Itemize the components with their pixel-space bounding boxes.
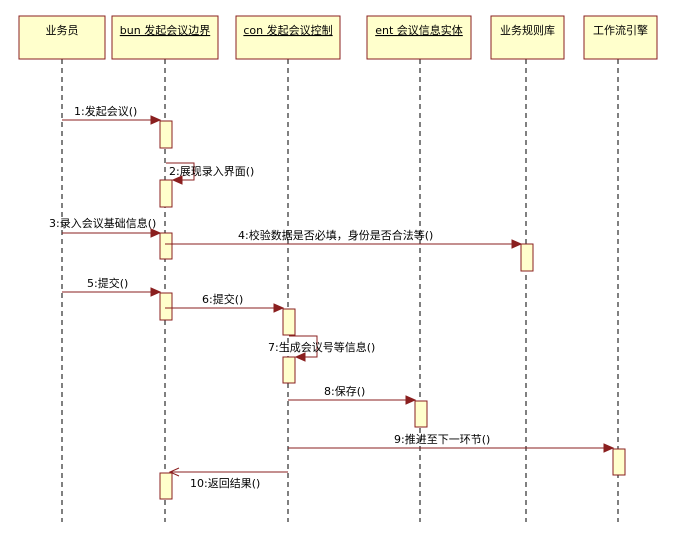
message-1: 1:发起会议() [62,104,162,125]
lifeline-head-box [111,15,219,60]
activation-bar-rules [520,243,534,272]
arrowhead [511,239,523,249]
lifeline-name: con 发起会议控制 [243,23,332,37]
lifeline-name: 工作流引擎 [593,23,648,37]
lifeline-head-box [490,15,565,60]
message-2: 2:展现录入界面() [166,162,254,185]
arrowhead [405,395,417,405]
lifeline-ent: ent 会议信息实体 [366,15,472,522]
lifeline-name: bun 发起会议边界 [120,23,210,37]
self-message-line [166,162,195,181]
message-label: 10:返回结果() [190,477,260,490]
lifeline-rules: 业务规则库 [490,15,565,522]
message-label: 9:推进至下一环节() [394,432,490,446]
message-8: 8:保存() [288,384,417,405]
arrowhead [294,352,306,362]
message-label: 4:校验数据是否必填，身份是否合法等() [238,228,433,242]
lifeline-clerk: 业务员 [18,15,106,522]
message-label: 7:生成会议号等信息() [268,340,375,354]
lifeline-name: ent 会议信息实体 [375,23,463,37]
activation-bar-ent [414,400,428,428]
lifeline-head-box [18,15,106,60]
lifeline-con: con 发起会议控制 [235,15,341,522]
arrowhead [150,287,162,297]
lifeline-bun: bun 发起会议边界 [111,15,219,522]
activation-bar-bun [159,120,173,149]
lifelines: 业务员 bun 发起会议边界 con 发起会议控制 ent 会议信息实体 业务规则库 工作… [18,15,658,522]
lifeline-head-box [583,15,658,60]
arrowhead [168,467,180,477]
lifeline-workflow: 工作流引擎 [583,15,658,522]
activation-bar-bun [159,472,173,500]
lifeline-head-box [366,15,472,60]
activation-bar-bun [159,179,173,208]
activation-bar-bun [159,292,173,321]
message-label: 3:录入会议基础信息() [49,216,156,230]
message-label: 6:提交() [202,292,243,306]
arrowhead [603,443,615,453]
message-label: 5:提交() [87,276,128,290]
messages: 1:发起会议() 2:展现录入界面() 3:录入会议基础信息() 4:校验数据是否必填… [49,104,615,490]
message-3: 3:录入会议基础信息() [49,216,162,238]
message-6: 6:提交() [165,292,285,313]
lifeline-name: 业务规则库 [500,23,555,37]
message-label: 1:发起会议() [74,104,137,118]
message-label: 2:展现录入界面() [169,165,254,178]
message-label: 8:保存() [324,384,365,398]
activation-bar-con [282,356,296,384]
arrowhead [150,115,162,125]
message-7: 7:生成会议号等信息() [268,335,375,362]
arrowhead [150,228,162,238]
message-9: 9:推进至下一环节() [288,432,615,453]
arrowhead [171,175,183,185]
activations [159,120,626,500]
self-message-line [289,335,318,358]
activation-bar-con [282,308,296,336]
activation-bar-workflow [612,448,626,476]
arrowhead [273,303,285,313]
lifeline-head-box [235,15,341,60]
message-5: 5:提交() [62,276,162,297]
message-4: 4:校验数据是否必填，身份是否合法等() [165,228,523,249]
lifeline-name: 业务员 [46,24,79,37]
message-10: 10:返回结果() [168,467,288,490]
activation-bar-bun [159,232,173,260]
